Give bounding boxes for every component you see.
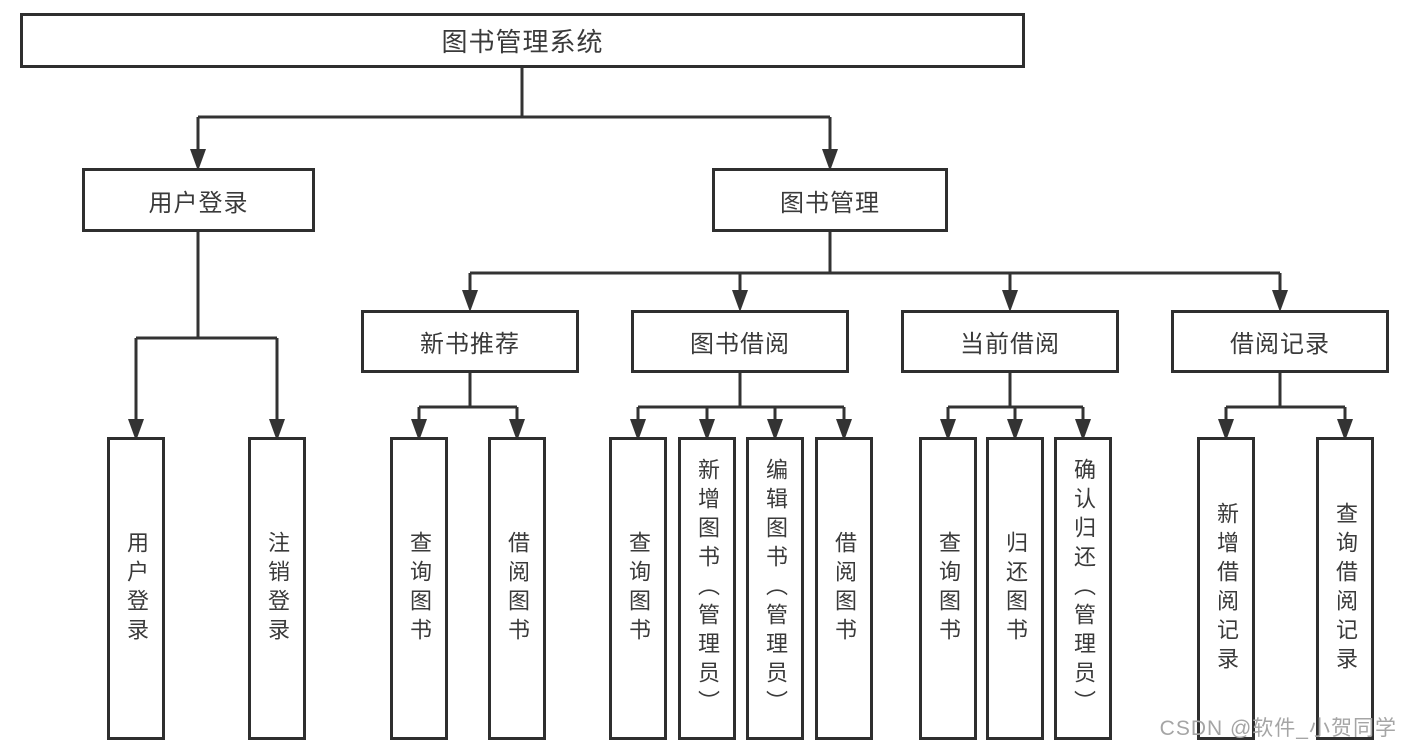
node-library-system: 图书管理系统: [20, 13, 1025, 68]
leaf-return-book: 归还图书: [986, 437, 1044, 740]
leaf-borrow-books: 借阅图书: [815, 437, 873, 740]
leaf-add-borrow-record: 新增借阅记录: [1197, 437, 1255, 740]
node-current-borrow: 当前借阅: [901, 310, 1119, 373]
leaf-borrow-books-recommend: 借阅图书: [488, 437, 546, 740]
leaf-user-login: 用户登录: [107, 437, 165, 740]
leaf-confirm-return-admin: 确认归还（管理员）: [1054, 437, 1112, 740]
csdn-watermark: CSDN @软件_小贺同学: [1159, 717, 1397, 740]
arrowheads: [128, 149, 1353, 441]
leaf-query-books-recommend: 查询图书: [390, 437, 448, 740]
leaf-logout: 注销登录: [248, 437, 306, 740]
node-borrow-records: 借阅记录: [1171, 310, 1389, 373]
leaf-query-books-current: 查询图书: [919, 437, 977, 740]
leaf-edit-book-admin: 编辑图书（管理员）: [746, 437, 804, 740]
leaf-add-book-admin: 新增图书（管理员）: [678, 437, 736, 740]
node-new-book-recommend: 新书推荐: [361, 310, 579, 373]
node-book-management: 图书管理: [712, 168, 948, 232]
leaf-query-borrow-record: 查询借阅记录: [1316, 437, 1374, 740]
node-user-login: 用户登录: [82, 168, 315, 232]
leaf-query-books-borrow: 查询图书: [609, 437, 667, 740]
node-book-borrow: 图书借阅: [631, 310, 849, 373]
